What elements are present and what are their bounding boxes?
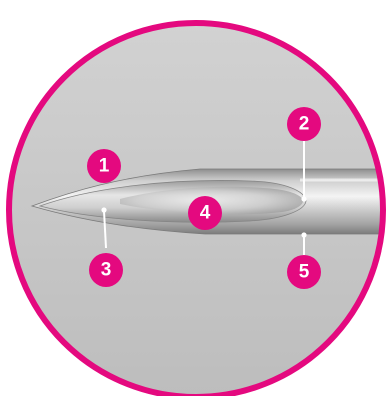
callout-1: 1 bbox=[87, 149, 121, 183]
callout-3-number: 3 bbox=[101, 260, 112, 281]
callout-4-number: 4 bbox=[200, 203, 211, 224]
leader-dot-3 bbox=[101, 207, 106, 212]
callout-5: 5 bbox=[287, 255, 321, 289]
callout-2: 2 bbox=[287, 107, 321, 141]
callout-1-number: 1 bbox=[99, 156, 110, 177]
callout-4: 4 bbox=[188, 196, 222, 230]
callout-5-number: 5 bbox=[299, 262, 310, 283]
callout-3: 3 bbox=[89, 253, 123, 287]
leader-dot-5 bbox=[301, 232, 306, 237]
leader-dot-2 bbox=[301, 196, 306, 201]
callout-2-number: 2 bbox=[299, 114, 310, 135]
